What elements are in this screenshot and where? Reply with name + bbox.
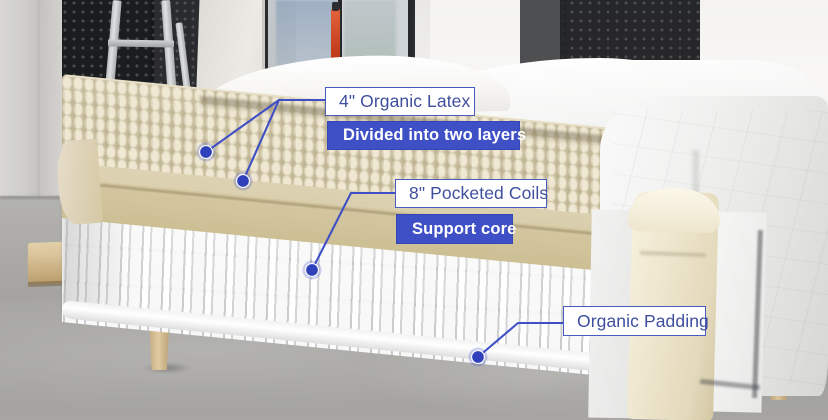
wall-column-left [0,0,40,215]
orange-bottle [331,8,340,80]
cabinet-mullion-center [338,0,342,96]
annotation-label-divided-into-two-layers[interactable]: Divided into two layers [327,121,526,150]
cabinet-mullion-right [408,0,412,100]
annotation-label-organic-padding[interactable]: Organic Padding [563,306,709,336]
orange-bottle-cap [332,2,339,11]
annotation-label-support-core[interactable]: Support core [396,214,516,244]
annotation-label-organic-latex[interactable]: 4" Organic Latex [325,87,475,116]
annotation-label-pocketed-coils[interactable]: 8" Pocketed Coils [395,179,548,208]
